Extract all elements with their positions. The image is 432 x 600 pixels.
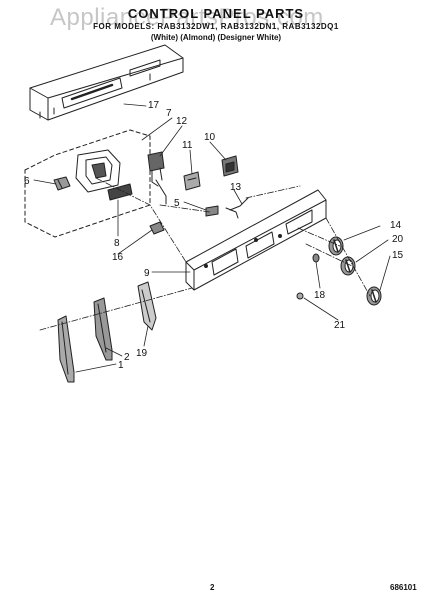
callout-labels: 1 2 5 6 7 8 9 10 11 12 13 14 15 16 17 18… xyxy=(24,100,404,371)
part-11-switch-block xyxy=(183,171,201,191)
alignment-lines xyxy=(39,177,371,331)
callout-19: 19 xyxy=(136,348,148,359)
part-8-lens xyxy=(107,183,133,201)
model-colors: (White) (Almond) (Designer White) xyxy=(150,33,282,42)
diagram-title: CONTROL PANEL PARTS xyxy=(127,6,305,21)
assembly-dashed-outline xyxy=(24,129,151,238)
page-number: 2 xyxy=(210,583,215,592)
callout-10: 10 xyxy=(204,132,216,143)
part-9-control-panel xyxy=(185,189,327,291)
callout-13: 13 xyxy=(230,182,242,193)
part-19-bracket xyxy=(137,281,157,331)
part-13-wire-harness xyxy=(225,197,249,219)
callout-11: 11 xyxy=(182,140,193,151)
callout-9: 9 xyxy=(144,268,150,279)
callout-1: 1 xyxy=(118,360,124,371)
callout-12: 12 xyxy=(176,116,188,127)
model-numbers: FOR MODELS: RAB3132DW1, RAB3132DN1, RAB3… xyxy=(93,22,339,31)
callout-5: 5 xyxy=(174,198,180,209)
callout-7: 7 xyxy=(166,108,172,119)
part-5-clip xyxy=(205,205,219,217)
part-21-screw xyxy=(296,292,304,300)
part-17-console-backguard xyxy=(29,44,184,121)
callout-14: 14 xyxy=(390,220,402,231)
part-10-rocker-switch xyxy=(221,155,239,177)
callout-2: 2 xyxy=(124,352,130,363)
callout-16: 16 xyxy=(112,252,124,263)
part-12-switch xyxy=(147,151,167,205)
figure-code: 686101 xyxy=(390,583,417,592)
callout-8: 8 xyxy=(114,238,120,249)
part-18-spring xyxy=(312,253,320,263)
part-2-end-cap xyxy=(93,297,113,361)
part-14-knob xyxy=(328,236,344,256)
part-16-connector xyxy=(149,221,165,235)
part-1-end-cap xyxy=(57,315,75,383)
callout-17: 17 xyxy=(148,100,160,111)
callout-18: 18 xyxy=(314,290,326,301)
part-7-lamp-housing xyxy=(75,149,121,193)
leader-lines xyxy=(33,103,391,373)
watermark: AppliancePartsPros.com xyxy=(50,4,324,31)
callout-6: 6 xyxy=(24,176,30,187)
callout-15: 15 xyxy=(392,250,404,261)
part-15-knob xyxy=(366,286,382,306)
callout-20: 20 xyxy=(392,234,404,245)
callout-21: 21 xyxy=(334,320,346,331)
part-6-lamp-socket xyxy=(53,176,71,191)
